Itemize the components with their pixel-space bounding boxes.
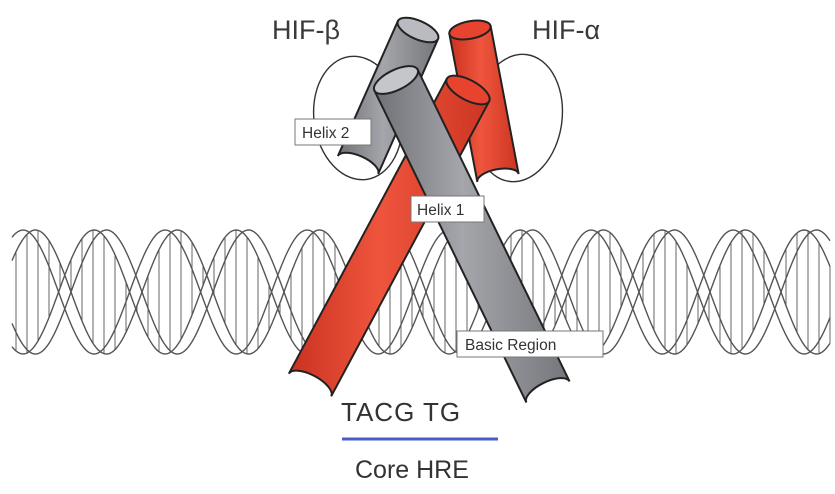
dna-strand-2 xyxy=(12,230,830,354)
hif-alpha-label: HIF-α xyxy=(532,15,600,45)
dna-strand-4 xyxy=(12,230,830,354)
basic-region-label: Basic Region xyxy=(465,337,556,354)
hre-sequence: TACG TG xyxy=(341,397,461,427)
hif-beta-label: HIF-β xyxy=(272,15,340,45)
helix2-label: Helix 2 xyxy=(302,125,349,142)
dna-double-helix-icon xyxy=(12,230,830,354)
dna-strand-3 xyxy=(12,230,830,354)
core-hre-label: Core HRE xyxy=(355,456,469,484)
helix1-label-box: Helix 1 xyxy=(411,196,484,222)
helix2-label-box: Helix 2 xyxy=(295,119,371,145)
helix1-label: Helix 1 xyxy=(417,202,464,219)
dna-strand-1 xyxy=(12,230,830,354)
basic-region-label-box: Basic Region xyxy=(457,331,603,357)
